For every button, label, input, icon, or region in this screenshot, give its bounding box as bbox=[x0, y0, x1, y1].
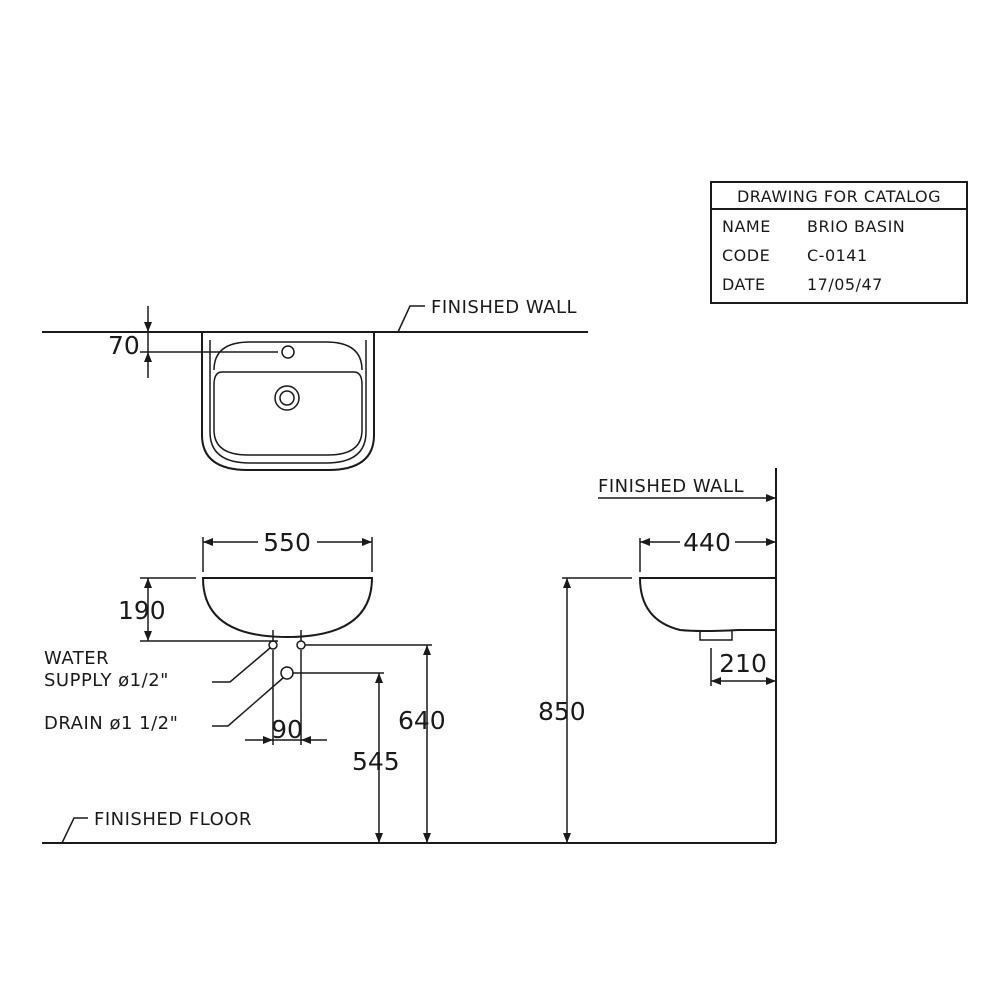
water-supply-point-left bbox=[268, 640, 278, 650]
finished-wall-side-arrow bbox=[766, 494, 776, 502]
dim-850-arrow-bottom bbox=[563, 833, 571, 843]
water-supply-label-line2: SUPPLY ø1/2" bbox=[44, 670, 169, 691]
dim-640-text: 640 bbox=[398, 706, 446, 735]
basin-bowl bbox=[213, 371, 363, 456]
basin-front-outline bbox=[201, 577, 374, 639]
dim-545-arrow-bottom bbox=[375, 833, 383, 843]
front-view: 550 190 WATER SUPPLY ø1/2" DRAIN ø1 1/2" bbox=[44, 528, 446, 843]
dim-545-arrow-top bbox=[375, 673, 383, 683]
dim-90-text: 90 bbox=[271, 715, 303, 744]
basin-plan-rim bbox=[209, 340, 367, 464]
dim-640-arrow-bottom bbox=[423, 833, 431, 843]
dim-90-arrow-right bbox=[301, 736, 311, 744]
dim-70-text: 70 bbox=[108, 331, 140, 360]
dim-545-text: 545 bbox=[352, 747, 400, 776]
dim-210-arrow-left bbox=[711, 677, 721, 685]
tap-hole bbox=[281, 345, 295, 359]
drain-leader bbox=[212, 677, 284, 727]
finished-wall-top-label: FINISHED WALL bbox=[431, 297, 577, 318]
dim-190-arrow-bottom bbox=[144, 631, 152, 641]
dim-190-arrow-top bbox=[144, 578, 152, 588]
finished-floor-leader bbox=[61, 817, 88, 844]
finished-wall-top-leader bbox=[397, 305, 425, 333]
title-block-frame bbox=[710, 181, 968, 304]
dim-550-arrow-left bbox=[203, 538, 213, 546]
dim-850-arrow-top bbox=[563, 578, 571, 588]
title-block-date-key: DATE bbox=[722, 275, 766, 294]
finished-wall-side-label: FINISHED WALL bbox=[598, 476, 744, 497]
dim-210-arrow-right bbox=[766, 677, 776, 685]
title-block: DRAWING FOR CATALOG NAME BRIO BASIN CODE… bbox=[710, 181, 968, 304]
dim-190-text: 190 bbox=[118, 596, 166, 625]
title-block-name-key: NAME bbox=[722, 217, 771, 236]
drain-inner bbox=[279, 390, 295, 406]
dim-70-arrow-bottom bbox=[144, 352, 152, 362]
dim-90-arrow-left bbox=[263, 736, 273, 744]
dim-70-arrow-top bbox=[144, 322, 152, 332]
side-view: FINISHED WALL 440 850 210 bbox=[538, 468, 777, 843]
dim-850-text: 850 bbox=[538, 697, 586, 726]
dim-210-text: 210 bbox=[719, 649, 767, 678]
basin-plan-outer bbox=[201, 332, 375, 471]
water-supply-label-line1: WATER bbox=[44, 648, 109, 669]
water-supply-point-right bbox=[296, 640, 306, 650]
title-block-header: DRAWING FOR CATALOG bbox=[737, 187, 941, 206]
side-drain-stub bbox=[699, 630, 733, 641]
drain-label: DRAIN ø1 1/2" bbox=[44, 713, 178, 734]
title-block-name-value: BRIO BASIN bbox=[807, 217, 905, 236]
water-supply-leader bbox=[212, 647, 271, 683]
dim-640-arrow-top bbox=[423, 645, 431, 655]
dim-550-text: 550 bbox=[263, 528, 311, 557]
basin-side-outline bbox=[638, 577, 777, 632]
dim-440-arrow-left bbox=[640, 538, 650, 546]
title-block-code-key: CODE bbox=[722, 246, 770, 265]
dim-440-arrow-right bbox=[766, 538, 776, 546]
basin-deck bbox=[213, 341, 363, 371]
drain-point bbox=[280, 666, 294, 680]
finished-floor-label: FINISHED FLOOR bbox=[94, 809, 252, 830]
dim-440-text: 440 bbox=[683, 528, 731, 557]
title-block-date-value: 17/05/47 bbox=[807, 275, 883, 294]
top-view: FINISHED WALL 70 bbox=[42, 297, 588, 471]
dim-550-arrow-right bbox=[362, 538, 372, 546]
floor: FINISHED FLOOR bbox=[42, 809, 776, 844]
drain-outer bbox=[274, 385, 300, 411]
title-block-code-value: C-0141 bbox=[807, 246, 868, 265]
